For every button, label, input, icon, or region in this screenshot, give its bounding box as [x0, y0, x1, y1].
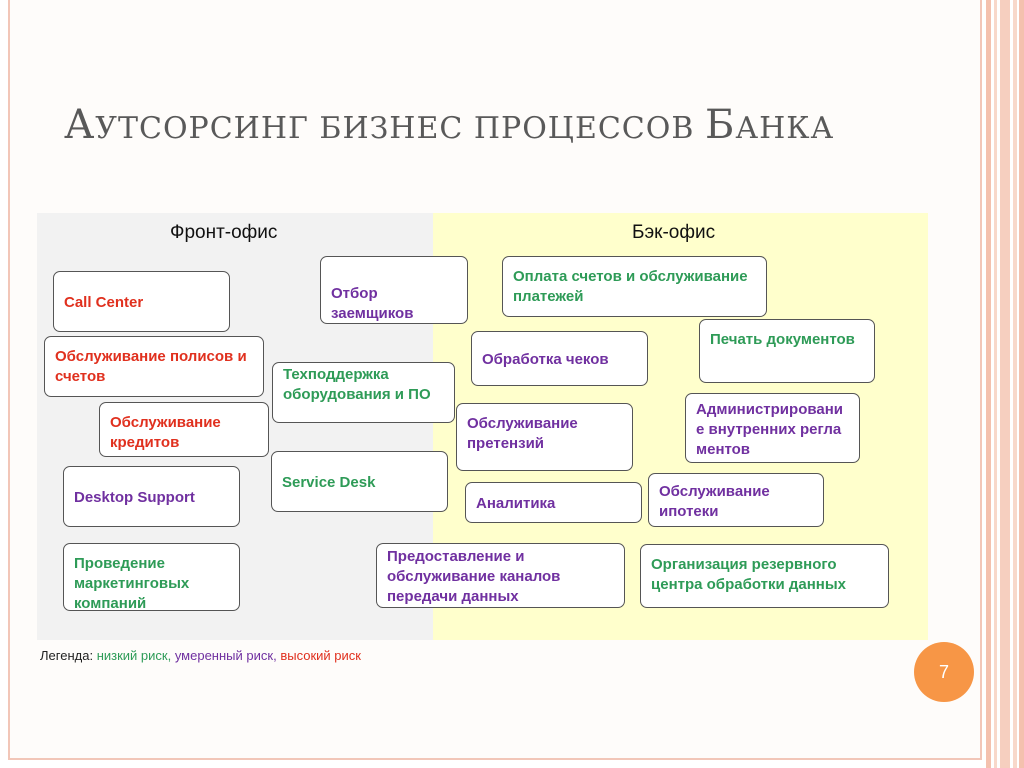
page-number-badge: 7 [914, 642, 974, 702]
process-box-mortgage: Обслуживание ипотеки [648, 473, 824, 527]
process-box-payments: Оплата счетов и обслуживание платежей [502, 256, 767, 317]
process-box-borrower-selection: Отбор заемщиков [320, 256, 468, 324]
legend-moderate-risk: умеренный риск, [174, 648, 277, 663]
process-box-checks: Обработка чеков [471, 331, 648, 386]
legend-high-risk: высокий риск [280, 648, 361, 663]
legend-low-risk: низкий риск, [96, 648, 172, 663]
process-box-documents: Печать документов [699, 319, 875, 383]
process-box-service-desk: Service Desk [271, 451, 448, 512]
legend-label: Легенда: [40, 648, 94, 663]
process-box-backup-center: Организация резервного центра обработки … [640, 544, 889, 608]
back-office-heading: Бэк-офис [632, 222, 716, 243]
legend: Легенда: низкий риск, умеренный риск, вы… [40, 648, 361, 663]
decor-stripe [1019, 0, 1024, 768]
process-box-call-center: Call Center [53, 271, 230, 332]
process-box-desktop-support: Desktop Support [63, 466, 240, 527]
process-box-regulations: Администрирование внутренних регламентов [685, 393, 860, 463]
process-box-claims: Обслуживание претензий [456, 403, 633, 471]
process-box-analytics: Аналитика [465, 482, 642, 523]
decor-stripe [1000, 0, 1010, 768]
slide-title: АУТСОРСИНГ БИЗНЕС ПРОЦЕССОВ БАНКА [64, 102, 835, 148]
process-box-policies: Обслуживание полисов и счетов [44, 336, 264, 397]
process-box-marketing: Проведение маркетинговых компаний [63, 543, 240, 612]
decor-stripe [986, 0, 991, 768]
decor-stripe [1013, 0, 1017, 768]
process-box-data-channels: Предоставление и обслуживание каналов пе… [376, 543, 625, 608]
process-box-tech-support: Техподдержка оборудования и ПО [272, 362, 455, 423]
front-office-heading: Фронт-офис [170, 222, 278, 243]
decor-stripe [994, 0, 997, 768]
process-box-credits: Обслуживание кредитов [99, 402, 269, 457]
